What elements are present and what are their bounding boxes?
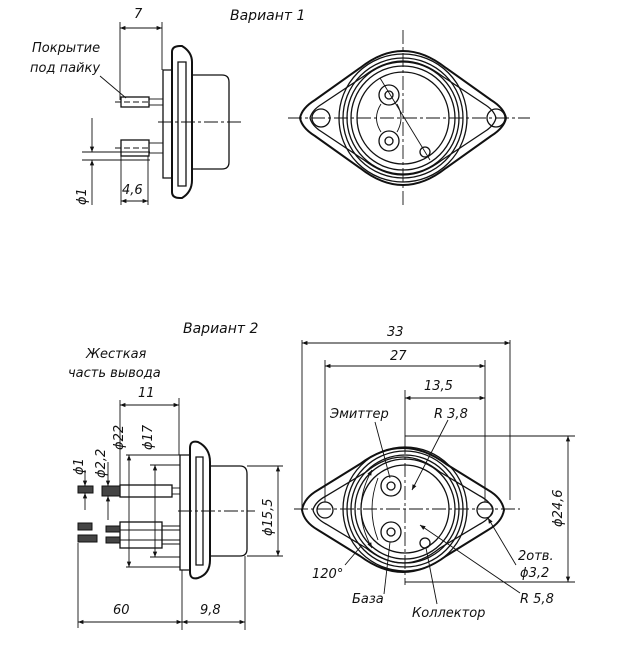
dim-d2-2: ϕ2,2 [94,449,109,478]
variant2-side-view: Жесткая часть вывода 11 [68,347,283,630]
dim-d22: ϕ22 [112,425,127,450]
variant2-top-view: 33 27 13,5 R 3,8 Эмиттер ϕ24,6 2отв. ϕ3,… [294,325,575,621]
dim-r5-8: R 5,8 [520,592,554,607]
dim-lead-diameter: ϕ1 [75,188,90,205]
dim-body-height: 9,8 [200,603,221,618]
variant1-top-view [288,30,530,206]
dim-half-spacing: 13,5 [424,379,453,394]
variant2-group: Вариант 2 Жесткая часть вывода [68,321,575,630]
dim-rigid-length: 11 [138,386,155,401]
dim-angle: 120° [312,567,343,582]
dim-r3-8: R 3,8 [434,407,468,422]
label-rigid-lead-line2: часть вывода [68,366,161,381]
dim-lead-length: 7 [134,7,143,22]
dim-overall-width: 33 [387,325,404,340]
label-emitter: Эмиттер [329,407,389,422]
label-base: База [352,592,384,607]
label-rigid-lead-line1: Жесткая [85,347,147,362]
dim-tinned-length: 4,6 [122,183,143,198]
variant1-group: Вариант 1 7 Покрытие под пайку [30,7,530,206]
variant2-title: Вариант 2 [183,321,259,337]
dim-d1: ϕ1 [72,458,87,475]
label-holes-count: 2отв. [518,549,554,564]
dim-d15-5: ϕ15,5 [261,498,276,536]
variant1-title: Вариант 1 [230,8,305,24]
dim-d24-6: ϕ24,6 [551,489,566,527]
dim-hole-spacing: 27 [390,349,407,364]
label-coating-line1: Покрытие [32,41,100,56]
dim-lead-total: 60 [113,603,130,618]
label-coating-line2: под пайку [30,61,100,76]
label-collector: Коллектор [412,606,485,621]
label-holes-diameter: ϕ3,2 [520,566,549,581]
variant1-side-view: 7 Покрытие под пайку 4,6 ϕ1 [30,7,242,205]
dim-d17: ϕ17 [141,424,156,450]
